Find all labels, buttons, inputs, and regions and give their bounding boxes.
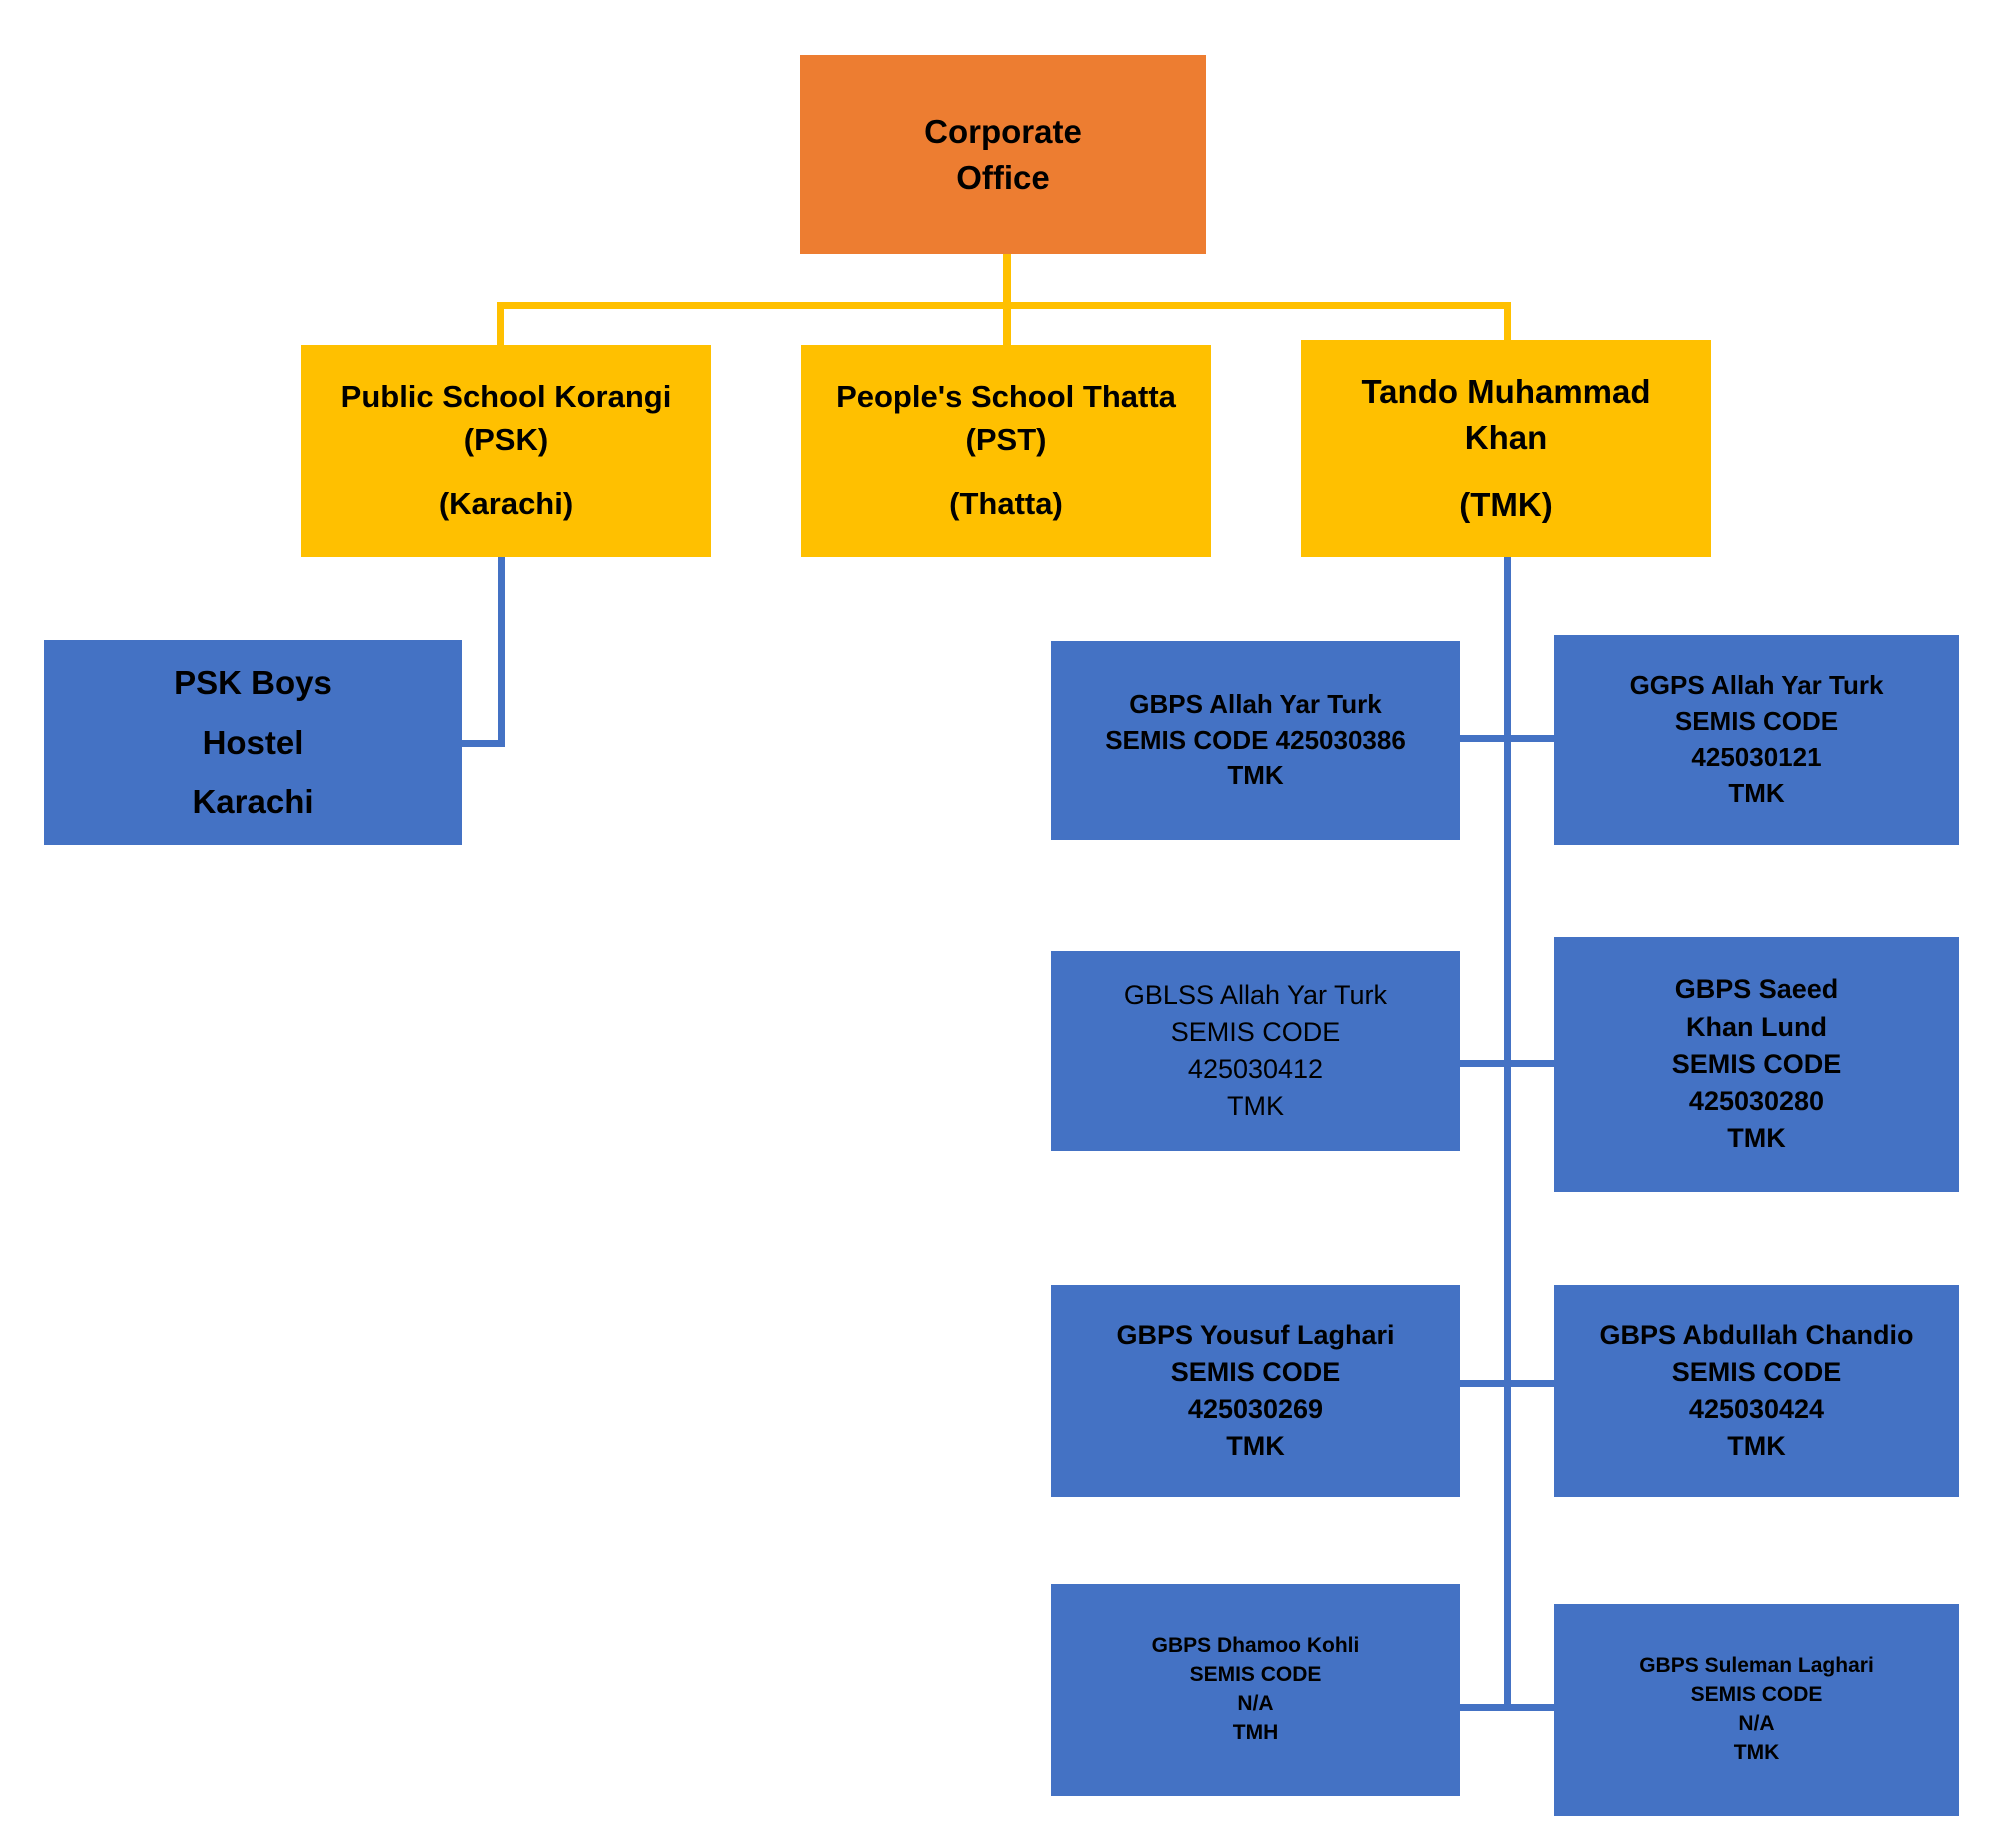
node-psk-boys-hostel[interactable]: PSK Boys Hostel Karachi — [44, 640, 462, 845]
node-line: TMK — [1227, 1091, 1284, 1122]
node-line: SEMIS CODE — [1690, 1683, 1823, 1707]
node-line: Khan Lund — [1686, 1011, 1827, 1042]
connector-tmk-branch-row3 — [1455, 1380, 1556, 1387]
node-line: TMK — [1226, 1431, 1285, 1462]
connector-root-to-pst — [1003, 302, 1011, 346]
node-tando-muhammad-khan[interactable]: Tando Muhammad Khan (TMK) — [1301, 340, 1711, 557]
node-line: SEMIS CODE — [1671, 1048, 1842, 1079]
node-line: TMK — [1727, 1123, 1786, 1154]
node-line: Hostel — [202, 723, 304, 761]
node-line: Public School Korangi — [340, 378, 672, 414]
connector-psk-stem — [498, 556, 505, 746]
node-line: 425030424 — [1688, 1394, 1825, 1424]
node-line: SEMIS CODE 425030386 — [1105, 724, 1406, 755]
node-gbps-dhamoo-kohli[interactable]: GBPS Dhamoo Kohli SEMIS CODE N/A TMH — [1051, 1584, 1460, 1796]
node-line: 425030280 — [1688, 1086, 1825, 1117]
node-line: People's School Thatta — [836, 378, 1176, 414]
node-line: SEMIS CODE — [1170, 1016, 1341, 1047]
node-line: SEMIS CODE — [1674, 706, 1839, 737]
node-line: GBPS Yousuf Laghari — [1116, 1319, 1395, 1350]
connector-tmk-branch-row1 — [1455, 735, 1556, 742]
node-line: TMK — [1733, 1740, 1780, 1764]
node-line: GBLSS Allah Yar Turk — [1123, 979, 1388, 1010]
node-line: Office — [956, 158, 1050, 196]
connector-tmk-branch-row4 — [1455, 1704, 1556, 1711]
node-line: TMH — [1232, 1720, 1279, 1744]
node-gbps-saeed-khan-lund[interactable]: GBPS Saeed Khan Lund SEMIS CODE 42503028… — [1554, 937, 1959, 1192]
node-line: GBPS Dhamoo Kohli — [1151, 1634, 1360, 1658]
node-line: PSK Boys — [174, 664, 332, 702]
node-line: N/A — [1237, 1692, 1274, 1715]
node-line: 425030269 — [1187, 1394, 1324, 1424]
node-line: (Karachi) — [438, 486, 574, 522]
node-line: GBPS Allah Yar Turk — [1129, 688, 1382, 719]
node-gblss-allah-yar-turk[interactable]: GBLSS Allah Yar Turk SEMIS CODE 42503041… — [1051, 951, 1460, 1151]
node-line: GBPS Suleman Laghari — [1639, 1654, 1874, 1678]
connector-root-to-tmk — [1504, 302, 1511, 346]
node-gbps-suleman-laghari[interactable]: GBPS Suleman Laghari SEMIS CODE N/A TMK — [1554, 1604, 1959, 1816]
node-line: 425030412 — [1187, 1054, 1324, 1084]
node-public-school-korangi[interactable]: Public School Korangi (PSK) (Karachi) — [301, 345, 711, 557]
node-gbps-allah-yar-turk[interactable]: GBPS Allah Yar Turk SEMIS CODE 425030386… — [1051, 641, 1460, 840]
node-line: (Thatta) — [949, 486, 1063, 522]
connector-tmk-branch-row2 — [1455, 1060, 1556, 1067]
node-line: N/A — [1738, 1712, 1775, 1735]
node-line: SEMIS CODE — [1189, 1663, 1322, 1687]
node-line: Karachi — [192, 783, 314, 821]
node-ggps-allah-yar-turk[interactable]: GGPS Allah Yar Turk SEMIS CODE 425030121… — [1554, 635, 1959, 845]
node-line: GGPS Allah Yar Turk — [1629, 670, 1884, 701]
connector-tmk-trunk — [1504, 556, 1511, 1711]
node-peoples-school-thatta[interactable]: People's School Thatta (PST) (Thatta) — [801, 345, 1211, 557]
node-line: GBPS Abdullah Chandio — [1599, 1319, 1914, 1350]
connector-root-to-psk — [497, 302, 504, 346]
node-line: GBPS Saeed — [1674, 974, 1839, 1005]
node-line: SEMIS CODE — [1170, 1356, 1341, 1387]
connector-root-stem — [1003, 252, 1011, 308]
node-line: TMK — [1227, 760, 1284, 791]
node-line: TMK — [1727, 1431, 1786, 1462]
node-corporate-office[interactable]: Corporate Office — [800, 55, 1206, 254]
node-line: SEMIS CODE — [1671, 1356, 1842, 1387]
connector-psk-to-hostel — [462, 740, 505, 747]
node-line: (PST) — [965, 421, 1047, 457]
node-line: Tando Muhammad — [1361, 373, 1651, 411]
node-gbps-yousuf-laghari[interactable]: GBPS Yousuf Laghari SEMIS CODE 425030269… — [1051, 1285, 1460, 1497]
node-line: (PSK) — [463, 421, 549, 457]
node-gbps-abdullah-chandio[interactable]: GBPS Abdullah Chandio SEMIS CODE 4250304… — [1554, 1285, 1959, 1497]
node-line: Khan — [1464, 418, 1548, 456]
node-line: Corporate — [924, 112, 1082, 150]
node-line: TMK — [1728, 777, 1785, 808]
node-line: 425030121 — [1691, 742, 1822, 772]
node-line: (TMK) — [1459, 486, 1553, 524]
